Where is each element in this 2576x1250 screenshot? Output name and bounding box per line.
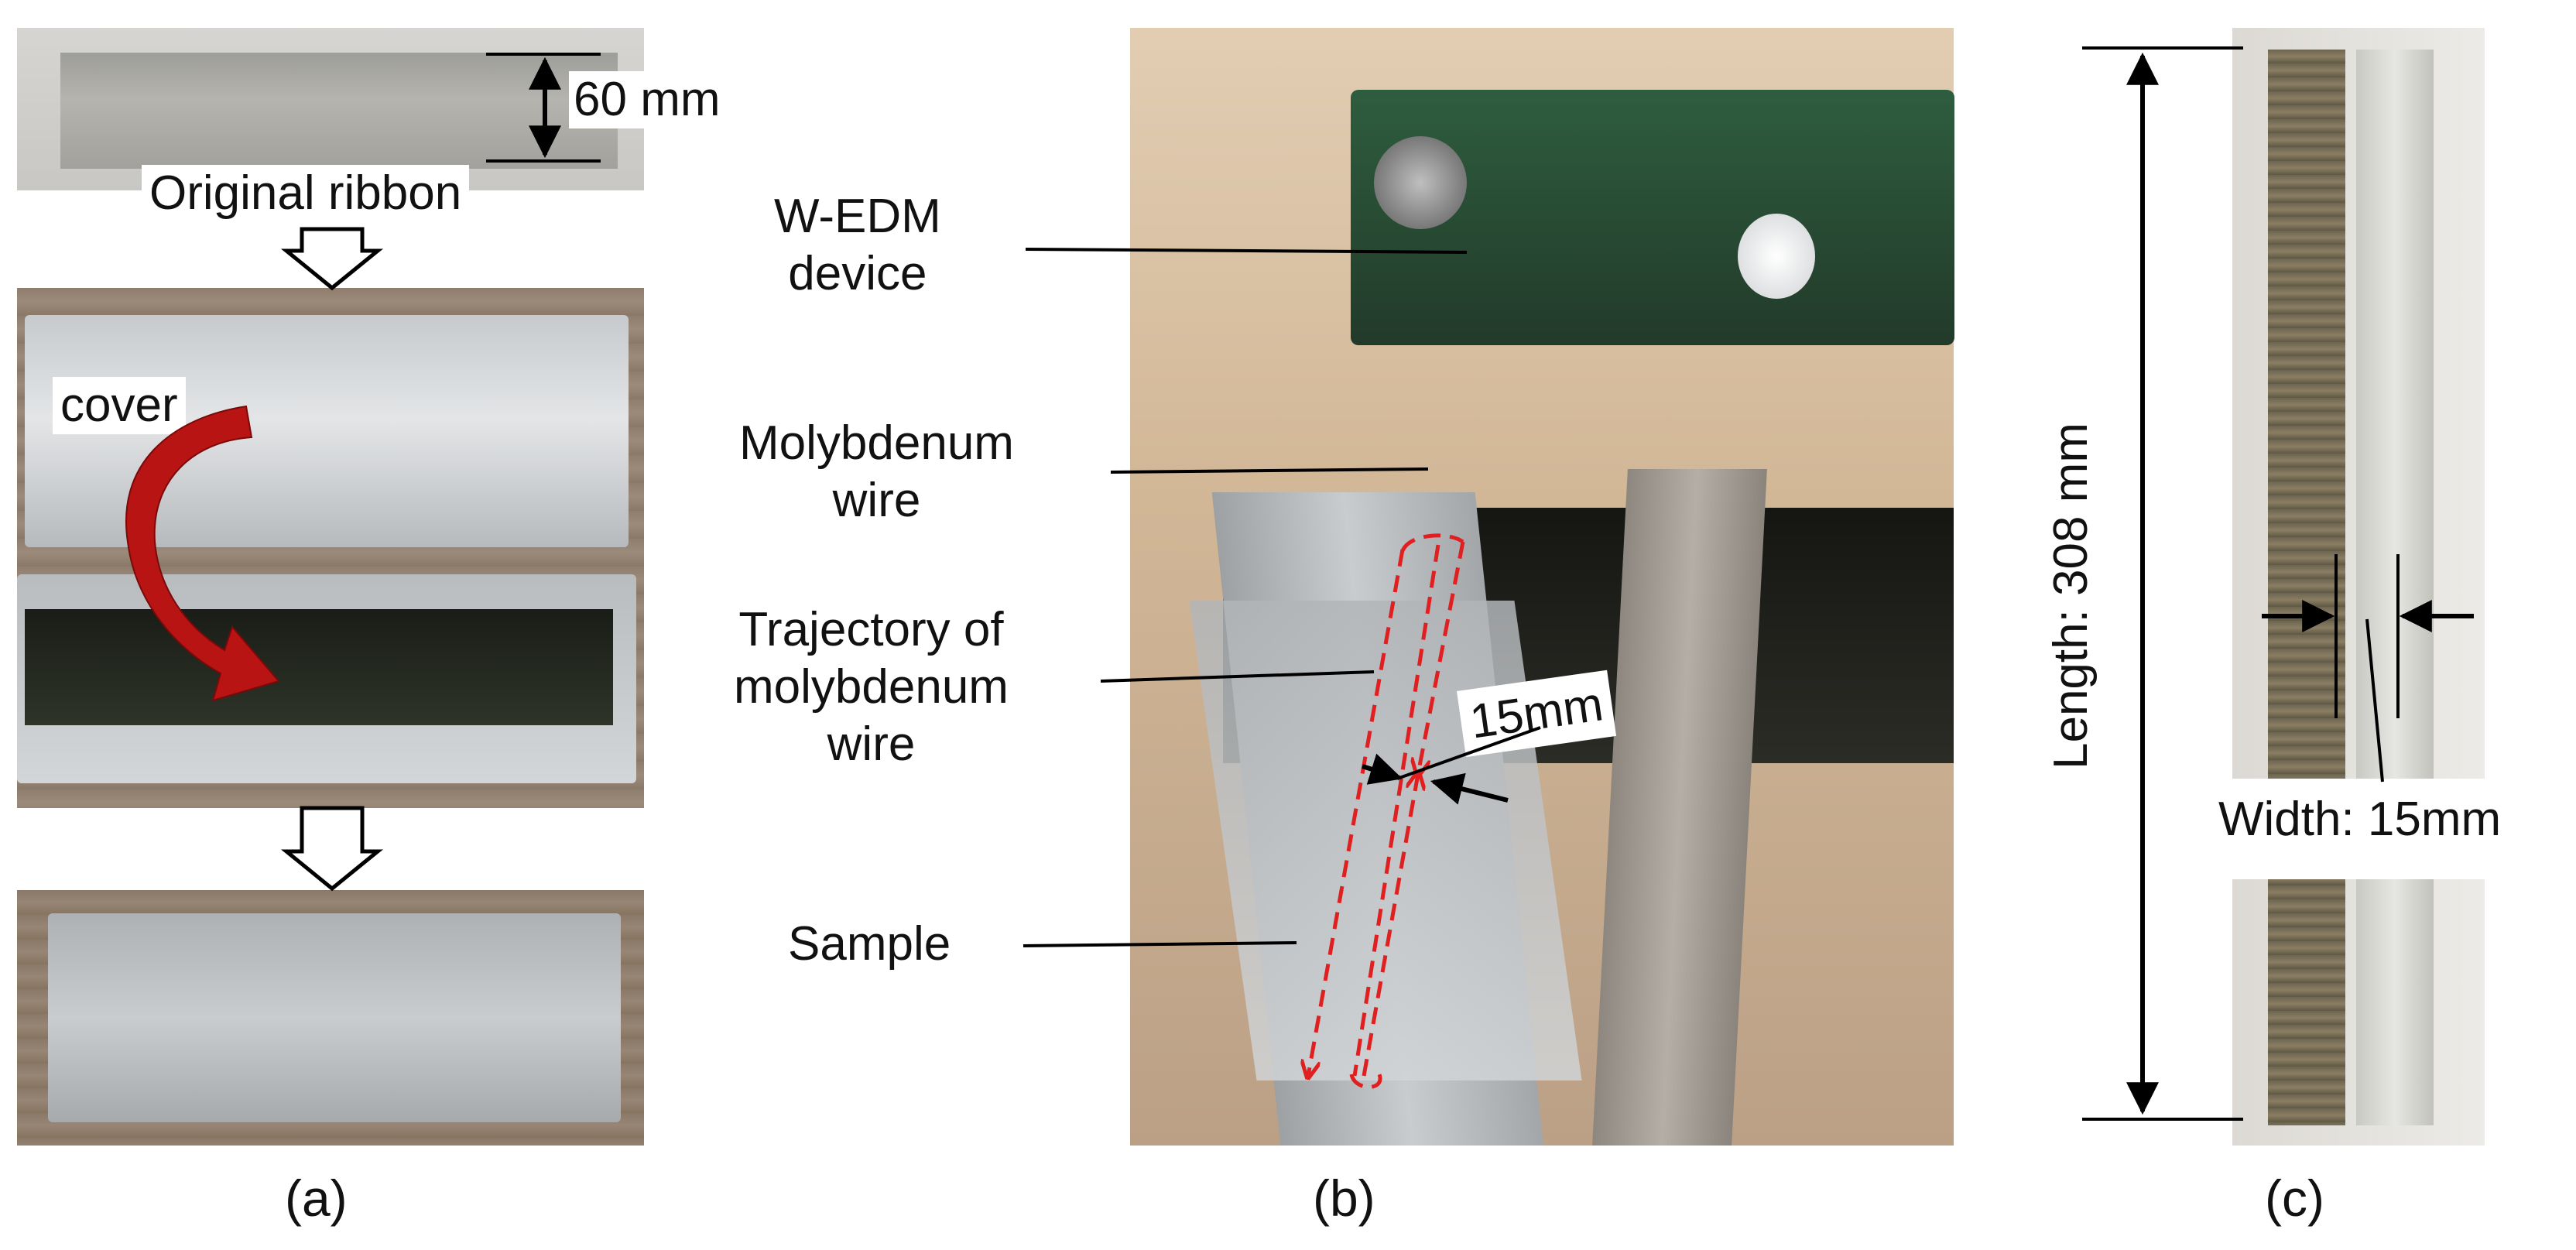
label-sample: Sample — [788, 917, 951, 971]
width-arrows-b — [1362, 726, 1541, 805]
cover-label: cover — [53, 377, 186, 434]
wedm-device — [1351, 90, 1954, 345]
strip-rough — [2268, 50, 2345, 1125]
ribbon-clamp-photo — [17, 288, 644, 808]
strip-smooth — [2356, 50, 2434, 1125]
original-ribbon-label: Original ribbon — [142, 165, 470, 222]
panel-c-photo — [2232, 28, 2485, 1146]
ribbon-strip — [60, 53, 618, 169]
cover-arrow-icon — [125, 405, 280, 702]
clamped-plate — [48, 913, 621, 1122]
trajectory-lines — [1308, 533, 1465, 1089]
panel-a: 60 mm Original ribbon cover (a) — [0, 0, 725, 1250]
width-label-gap — [2232, 779, 2485, 879]
dimension-60mm — [486, 53, 601, 163]
caption-a: (a) — [285, 1170, 348, 1227]
clamped-plate-photo — [17, 890, 644, 1146]
device-insulator — [1738, 214, 1815, 299]
device-guide-roller — [1374, 136, 1467, 229]
width-dimension-c — [2262, 554, 2474, 783]
length-dimension — [2082, 46, 2243, 1121]
label-wedm-device: W-EDM device — [774, 190, 941, 300]
down-arrow-icon — [280, 806, 384, 892]
label-trajectory: Trajectory of molybdenum wire — [734, 603, 1009, 771]
caption-b: (b) — [1313, 1170, 1375, 1227]
dimension-label: 60 mm — [569, 71, 725, 128]
down-arrow-icon — [280, 227, 384, 291]
caption-c: (c) — [2265, 1170, 2324, 1227]
width-label: Width: 15mm — [2218, 793, 2502, 846]
ribbon-window — [25, 609, 613, 725]
leader-lines — [1023, 248, 1468, 947]
label-molybdenum-wire: Molybdenum wire — [739, 416, 1014, 527]
panel-b-photo — [1130, 28, 1954, 1146]
clamp-bottom-frame — [17, 574, 636, 783]
